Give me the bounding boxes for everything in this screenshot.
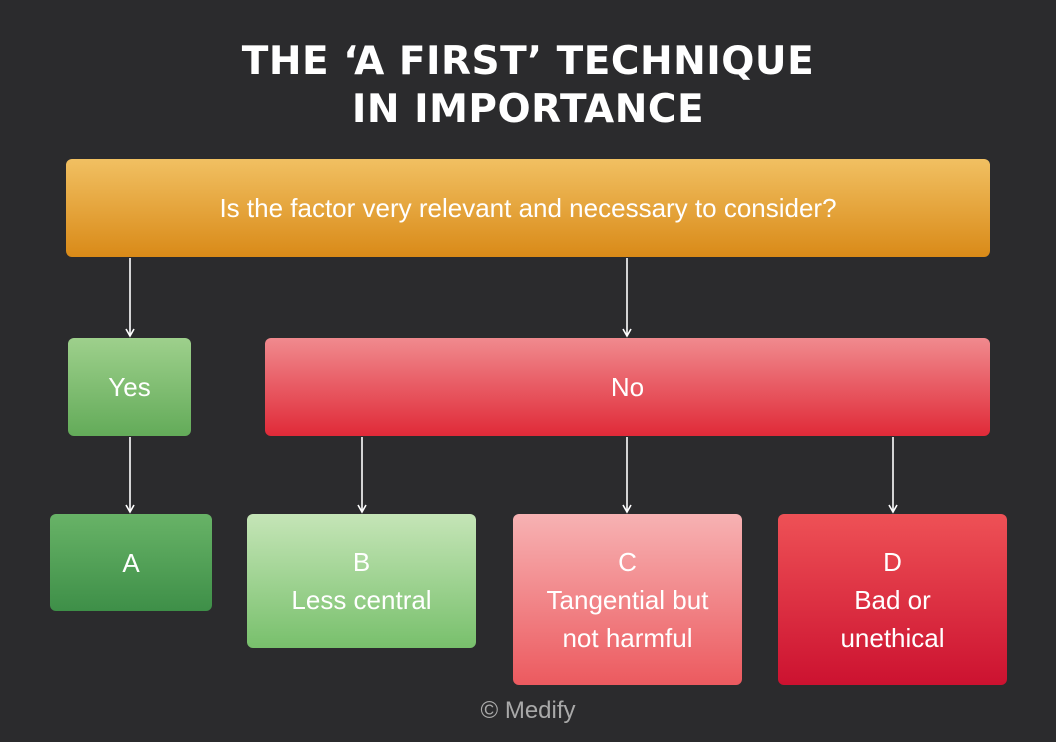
no-label: No [610,372,645,402]
no-box: No [265,338,990,436]
outcome-c-description-line-2: not harmful [562,622,693,653]
title-line-2: IN IMPORTANCE [351,87,705,132]
outcome-d-description-line-2: unethical [840,622,945,653]
question-box: Is the factor very relevant and necessar… [66,159,990,257]
outcome-c-description-line-1: Tangential but [546,584,709,615]
outcome-b-description: Less central [291,585,432,615]
title-line-1: THE ‘A FIRST’ TECHNIQUE [241,39,815,84]
outcome-b-letter: B [352,547,371,577]
yes-label: Yes [108,372,151,402]
outcome-c-letter: C [618,546,637,577]
outcome-c-box: C Tangential but not harmful [513,514,742,685]
outcome-a-letter: A [122,547,140,578]
outcome-b-box: B Less central [247,514,476,648]
question-text: Is the factor very relevant and necessar… [219,193,837,223]
copyright-credit: © Medify [480,697,576,724]
outcome-d-description-line-1: Bad or [854,584,931,615]
outcome-d-letter: D [883,546,902,577]
outcome-a-box: A [50,514,212,611]
diagram-title: THE ‘A FIRST’ TECHNIQUE IN IMPORTANCE [0,38,1056,134]
outcome-d-box: D Bad or unethical [778,514,1007,685]
yes-box: Yes [68,338,191,436]
